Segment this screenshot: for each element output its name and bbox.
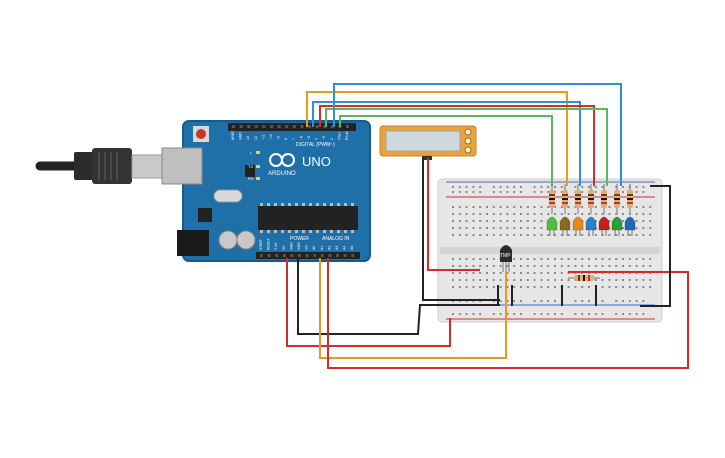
bottom-pin-label: Vin (305, 245, 309, 250)
top-pin-label: ~3 (322, 136, 326, 140)
top-pin-label: ~11 (261, 134, 265, 140)
arduino-logo (269, 153, 295, 167)
dc-power-jack (177, 230, 209, 256)
led-resistor[interactable] (588, 184, 594, 214)
led-resistor[interactable] (601, 184, 607, 214)
wire-black-rail[interactable] (640, 185, 671, 307)
bottom-pin-label: A3 (335, 246, 339, 250)
top-pin-label: 4 (315, 138, 319, 140)
top-pin-label: ~5 (307, 136, 311, 140)
crystal (213, 189, 243, 203)
wire-orange-a0[interactable] (319, 258, 507, 359)
top-pin-label: ~9 (277, 136, 281, 140)
top-pin-label: ~10 (269, 134, 273, 140)
small-ic (245, 165, 255, 177)
top-pin-label: 12 (254, 136, 258, 140)
led-resistors (549, 184, 633, 214)
led[interactable] (624, 216, 636, 236)
led[interactable] (572, 216, 584, 236)
resistor-bottom[interactable] (568, 275, 600, 281)
wire-red-a1[interactable] (327, 258, 689, 369)
top-pin-label: 2 (330, 138, 334, 140)
top-pin-label: 8 (284, 138, 288, 140)
wire-black-ground[interactable] (297, 258, 500, 335)
analog-header-label: ANALOG IN (322, 236, 350, 242)
digital-header-label: DIGITAL (PWM~) (296, 142, 335, 148)
brand-label: ARDUINO (268, 171, 296, 177)
led-resistor[interactable] (614, 184, 620, 214)
led-resistor[interactable] (575, 184, 581, 214)
capacitor-1 (218, 230, 238, 250)
regulator (198, 208, 212, 222)
wire-blue-1[interactable] (312, 101, 581, 186)
bottom-pin-label: A5 (350, 246, 354, 250)
capacitor-2 (236, 230, 256, 250)
wire-lcd-red[interactable] (427, 158, 480, 271)
chip-pins (260, 203, 354, 233)
led[interactable] (598, 216, 610, 236)
top-pin-label: RX◂0 (345, 131, 349, 140)
wire-orange-1[interactable] (306, 91, 568, 186)
led-resistor[interactable] (562, 184, 568, 214)
led[interactable] (559, 216, 571, 236)
led-resistor[interactable] (627, 184, 633, 214)
top-pin-label: 13 (246, 136, 250, 140)
usb-strain-relief (74, 152, 94, 180)
bottom-pin-label: IOREF (259, 239, 263, 250)
wire-red-1[interactable] (319, 105, 595, 186)
lcd-screen (385, 130, 461, 152)
usb-plug-metal (131, 154, 163, 179)
wire-green-1[interactable] (339, 115, 553, 186)
wire-blue-2[interactable] (333, 83, 622, 186)
led-label-tx: TX (248, 164, 253, 169)
led[interactable] (585, 216, 597, 236)
top-pin-label: AREF (231, 131, 235, 140)
bottom-pin-label: A0 (312, 246, 316, 250)
bottom-pin-label: 3.3V (274, 242, 278, 250)
led[interactable] (611, 216, 623, 236)
lcd-display[interactable] (379, 125, 477, 160)
led-label-rx: RX (248, 176, 254, 181)
bottom-pin-label: A1 (320, 246, 324, 250)
leds (546, 216, 636, 236)
led-resistor[interactable] (549, 184, 555, 214)
usb-port (161, 147, 203, 185)
sensor-label: TMP (500, 253, 511, 259)
temperature-sensor[interactable]: TMP (500, 245, 512, 272)
bottom-pin-label: GND (289, 242, 293, 250)
digital-header (228, 123, 356, 131)
top-pin-label: 7 (292, 138, 296, 140)
wires (286, 83, 689, 369)
bottom-pin-label: 5V (282, 245, 286, 250)
model-label: UNO (302, 154, 331, 169)
top-pin-label: GND (239, 132, 243, 140)
wire-lcd-black[interactable] (422, 158, 500, 301)
wire-red-5v[interactable] (286, 258, 451, 347)
power-header-label: POWER (290, 236, 309, 242)
bottom-pin-label: A4 (343, 246, 347, 250)
breadboard-channel (440, 247, 660, 254)
top-pin-label: TX▸1 (337, 132, 341, 140)
led-label-l: L (250, 150, 253, 155)
usb-cable[interactable] (35, 148, 163, 184)
led[interactable] (546, 216, 558, 236)
bottom-pin-label: RESET (267, 237, 271, 250)
bottom-pin-label: A2 (327, 246, 331, 250)
arduino-uno-board[interactable]: ARDUINO UNO DIGITAL (PWM~) POWER ANALOG … (161, 120, 371, 262)
top-pin-label: ~6 (299, 136, 303, 140)
wire-green-2[interactable] (325, 108, 608, 186)
bottom-pin-label: GND (297, 242, 301, 250)
atmega-chip (258, 206, 358, 230)
